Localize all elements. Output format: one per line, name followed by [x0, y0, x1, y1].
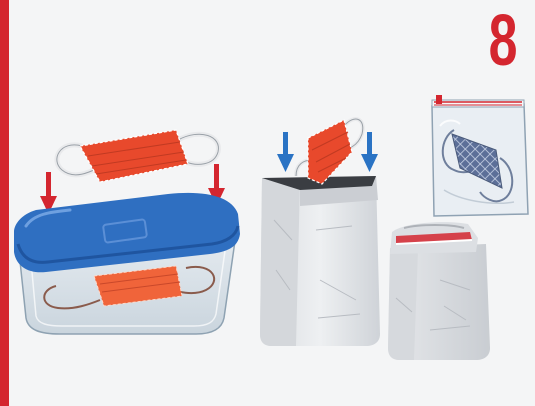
- food-container-icon: [14, 130, 240, 334]
- face-mask-icon: [57, 130, 219, 182]
- down-arrow-icon: [40, 172, 57, 214]
- zip-bag-icon: [432, 95, 528, 216]
- paper-bag-icon: [260, 119, 380, 346]
- down-arrow-icon: [277, 132, 294, 172]
- face-mask-icon: [296, 119, 363, 184]
- down-arrow-icon: [361, 132, 378, 172]
- closed-paper-bag-icon: [388, 222, 490, 360]
